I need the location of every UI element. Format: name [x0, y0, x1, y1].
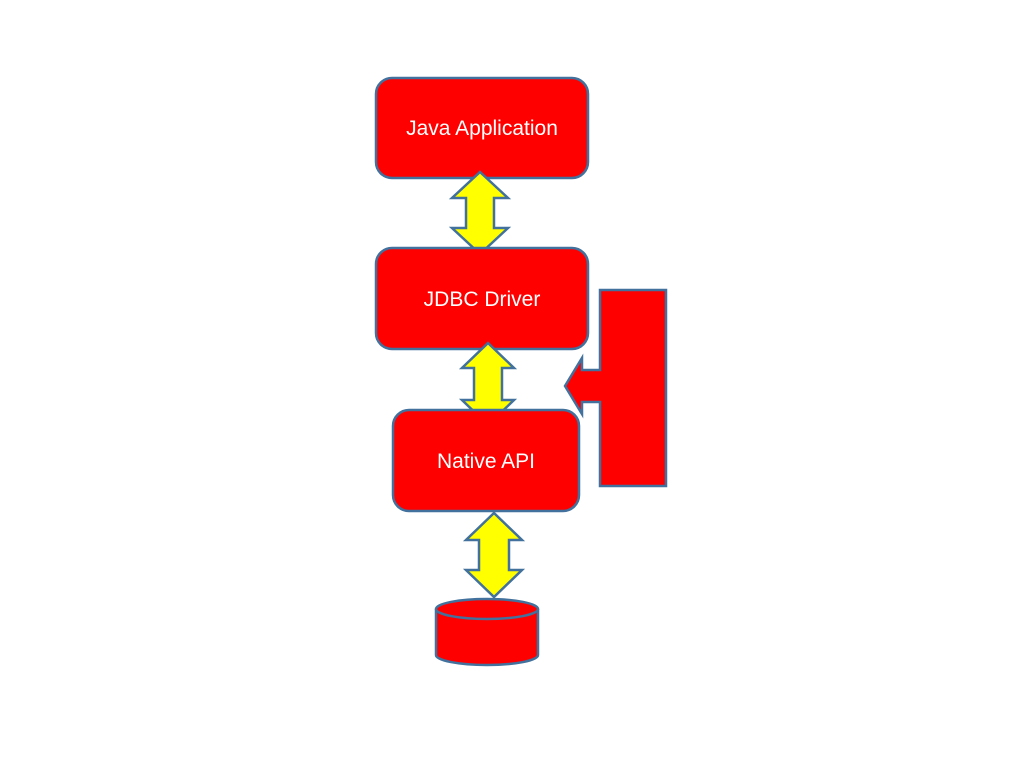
- jdbc-driver-node: JDBC Driver: [374, 246, 590, 351]
- native-api-label: Native API: [437, 450, 535, 473]
- native-api-node: Native API: [391, 408, 581, 513]
- database-body: [434, 609, 540, 667]
- jdbc-driver-label: JDBC Driver: [424, 288, 541, 311]
- java-application-node: Java Application: [374, 76, 590, 180]
- java-application-label: Java Application: [406, 117, 558, 140]
- double-arrow-native-database: [462, 511, 526, 599]
- double-arrow-app-driver: [448, 170, 512, 256]
- database-cylinder: [434, 597, 540, 667]
- database-top: [434, 597, 540, 621]
- side-callout-arrow: [563, 288, 668, 488]
- native-api-box: [391, 408, 581, 513]
